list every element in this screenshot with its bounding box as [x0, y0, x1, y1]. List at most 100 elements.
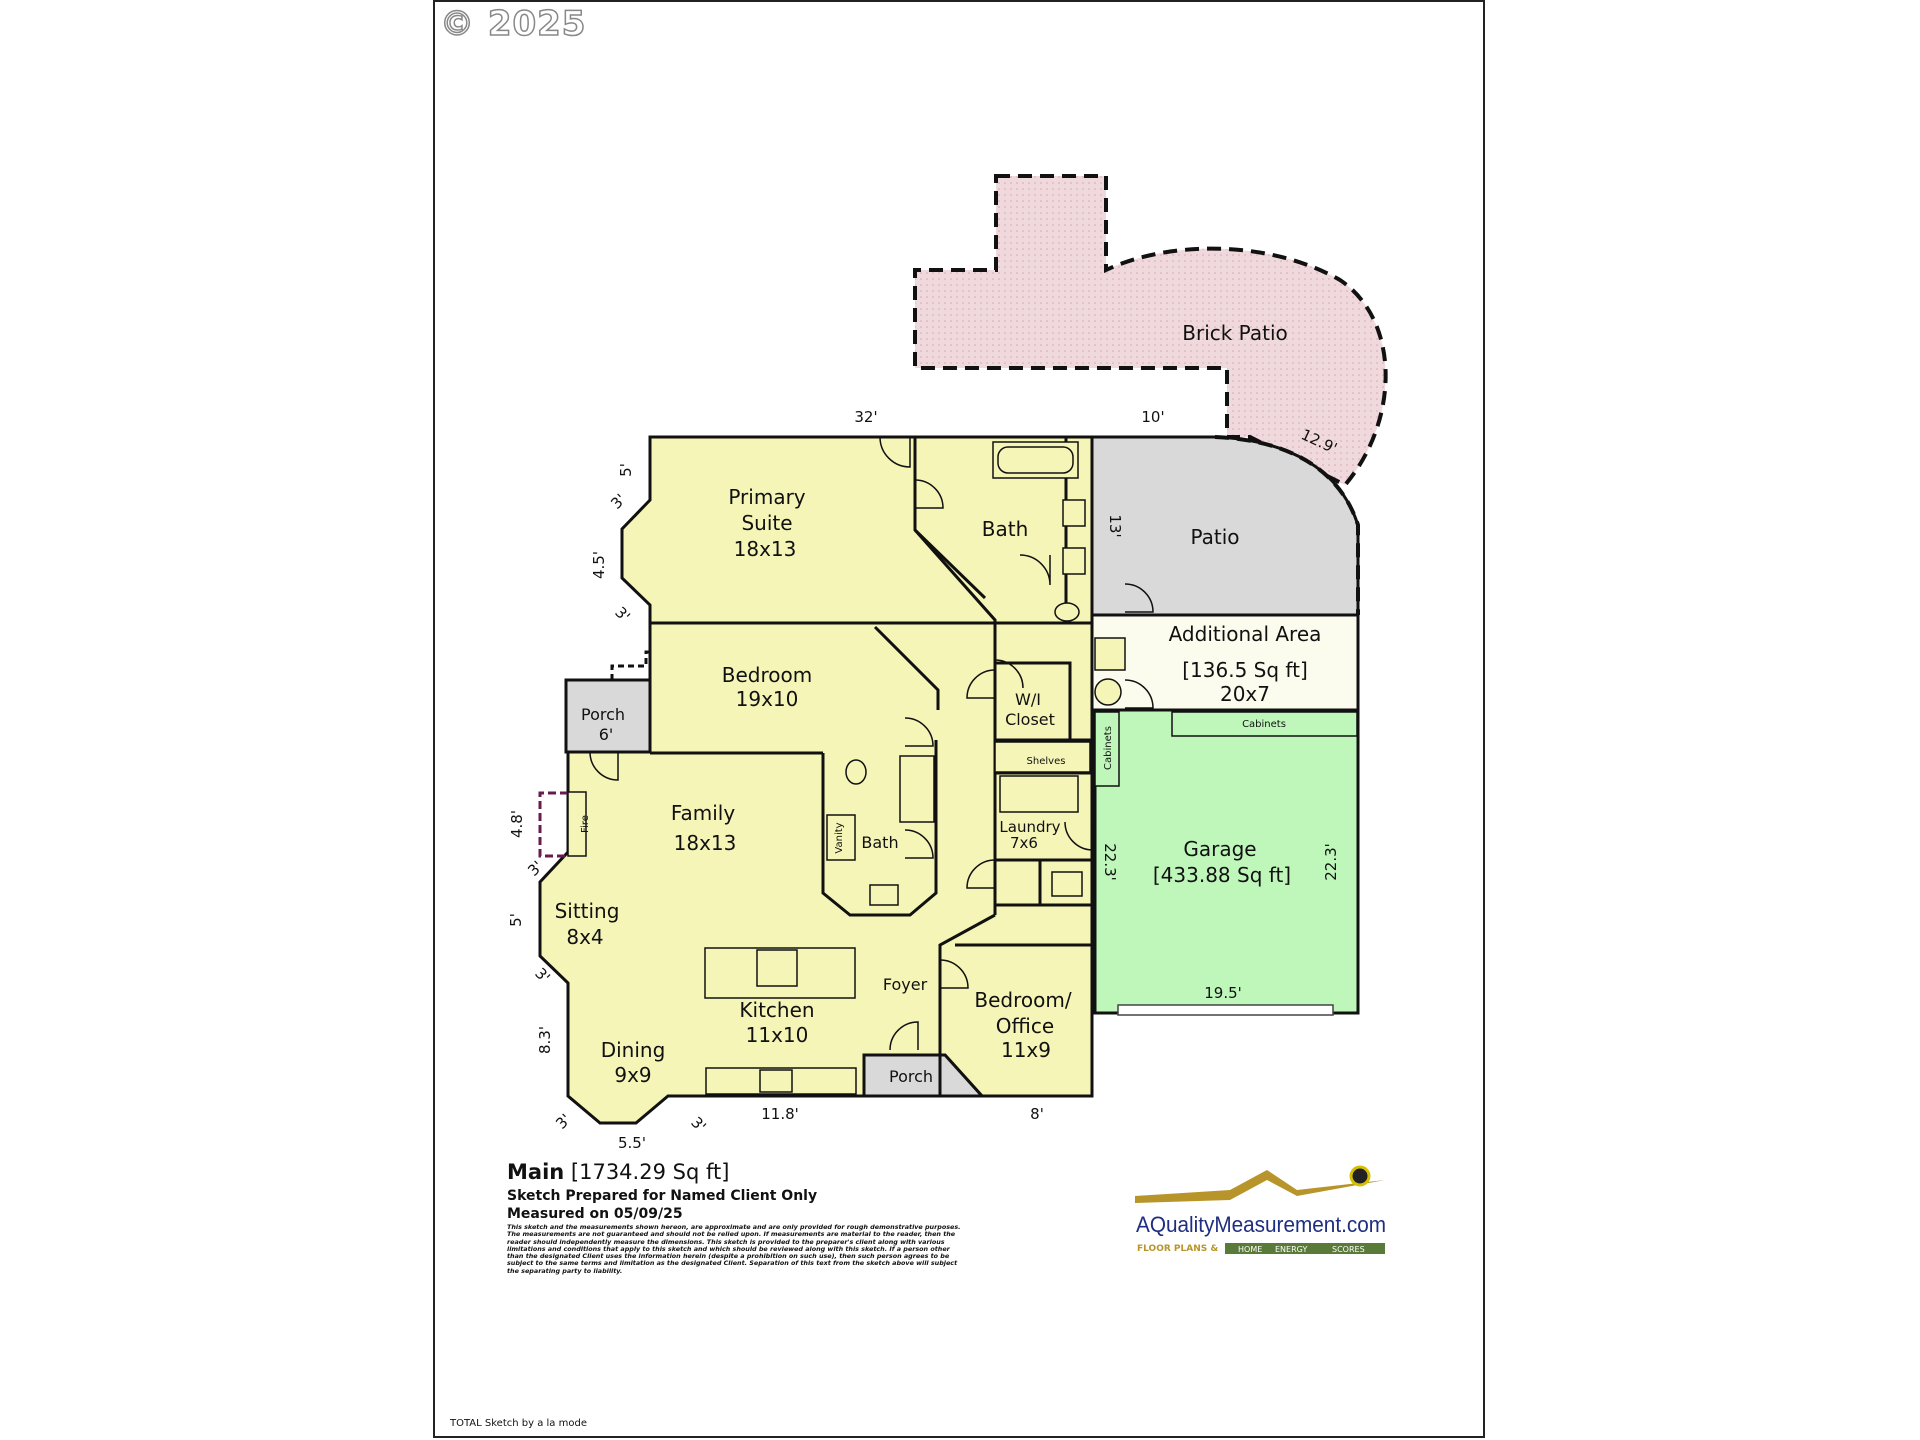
front-porch-label: Porch — [889, 1067, 933, 1086]
dim-22-3-right: 22.3' — [1322, 843, 1340, 881]
kitchen-cooktop — [756, 949, 798, 987]
brick-patio-area — [913, 174, 1388, 488]
bedroom-size: 19x10 — [736, 687, 799, 711]
measured-date: Measured on 05/09/25 — [507, 1206, 683, 1222]
side-porch-label: Porch — [581, 705, 625, 724]
family-size: 18x13 — [674, 831, 737, 855]
logo-tape-icon — [1349, 1165, 1371, 1187]
prepared-note: Sketch Prepared for Named Client Only — [507, 1188, 818, 1204]
hall-vanity — [826, 814, 856, 861]
dim-3-b: 3' — [611, 603, 633, 625]
side-porch-area — [564, 678, 652, 754]
room-labels: Brick Patio Patio Primary Suite 18x13 Ba… — [555, 321, 1322, 1087]
bedroom-office-size: 11x9 — [1001, 1038, 1051, 1062]
kitchen-label: Kitchen — [739, 998, 814, 1022]
additional-box — [1094, 637, 1126, 671]
primary-bath-label: Bath — [982, 517, 1029, 541]
fixtures — [704, 441, 1126, 1095]
primary-vanity-sink-1 — [1062, 499, 1086, 527]
cabinets-top-label: Cabinets — [1242, 719, 1286, 730]
sitting-size: 8x4 — [566, 925, 603, 949]
laundry-machines — [999, 775, 1079, 813]
kitchen-size: 11x10 — [746, 1023, 809, 1047]
additional-area-size: 20x7 — [1220, 682, 1270, 706]
main-area-value: [1734.29 Sq ft] — [570, 1160, 730, 1184]
dim-3-e: 3' — [552, 1110, 574, 1132]
garage-door — [1117, 1004, 1334, 1016]
dim-4-8: 4.8' — [508, 810, 526, 838]
dim-5-top: 5' — [617, 463, 635, 477]
dim-11-8: 11.8' — [761, 1105, 799, 1123]
disclaimer-text: This sketch and the measurements shown h… — [507, 1223, 961, 1275]
patio-dashed-edge — [1214, 435, 1360, 615]
fireplace-bump — [538, 791, 568, 858]
side-porch-step — [610, 650, 650, 680]
front-porch-area — [862, 1053, 986, 1098]
wi-closet-label-1: W/I — [1015, 690, 1041, 709]
family-label: Family — [671, 801, 736, 825]
garage-cabinets-side — [1094, 711, 1120, 787]
sitting-label: Sitting — [555, 899, 620, 923]
additional-area-sqft: [136.5 Sq ft] — [1182, 658, 1308, 682]
hall-toilet — [845, 759, 867, 785]
shelves-label: Shelves — [1027, 756, 1066, 767]
garage-sqft: [433.88 Sq ft] — [1153, 863, 1291, 887]
primary-suite-label-1: Primary — [728, 485, 805, 509]
fireplace-hearth — [567, 791, 587, 857]
main-area-summary: Main [1734.29 Sq ft] — [507, 1160, 729, 1184]
cabinets-side-label: Cabinets — [1103, 726, 1114, 770]
laundry-size: 7x6 — [1010, 834, 1038, 852]
logo-tag-left: FLOOR PLANS & — [1137, 1244, 1218, 1254]
dim-10: 10' — [1141, 408, 1164, 426]
additional-area-label: Additional Area — [1169, 622, 1322, 646]
sheet-border — [433, 0, 1485, 1438]
dim-4-5: 4.5' — [590, 551, 608, 579]
laundry-label: Laundry — [999, 818, 1060, 836]
dim-8: 8' — [1030, 1105, 1044, 1123]
copyright-watermark: © 2025 — [439, 3, 587, 45]
dim-5-mid: 5' — [507, 913, 525, 927]
dim-13: 13' — [1106, 514, 1124, 537]
logo-tag-scores: SCORES — [1332, 1245, 1365, 1254]
hall-sink — [869, 884, 899, 906]
dim-19-5: 19.5' — [1204, 984, 1242, 1002]
dim-3-f: 3' — [687, 1113, 709, 1135]
logo-tag-energy: ENERGY — [1275, 1245, 1307, 1254]
water-heater — [1094, 678, 1122, 706]
laundry-sink — [1051, 871, 1083, 897]
closet-shelves — [994, 741, 1091, 773]
dining-label: Dining — [601, 1038, 666, 1062]
garage-cabinets-top — [1171, 711, 1358, 737]
wi-closet-label-2: Closet — [1005, 710, 1055, 729]
logo-tag-home: HOME — [1238, 1245, 1262, 1254]
primary-suite-size: 18x13 — [734, 537, 797, 561]
fire-label: Fire — [580, 815, 591, 833]
dim-8-3: 8.3' — [536, 1026, 554, 1054]
kitchen-sink — [759, 1069, 793, 1093]
software-credit: TOTAL Sketch by a la mode — [450, 1418, 587, 1429]
dim-32: 32' — [854, 408, 877, 426]
logo-tag-bar — [1225, 1243, 1385, 1254]
hall-tub — [899, 755, 935, 823]
logo-roof — [1135, 1170, 1385, 1203]
foyer-label: Foyer — [883, 975, 928, 994]
patio-label: Patio — [1190, 525, 1239, 549]
doors — [589, 436, 1154, 1051]
dining-size: 9x9 — [614, 1063, 651, 1087]
primary-vanity-sink-2 — [1062, 547, 1086, 575]
bedroom-office-label-1: Bedroom/ — [974, 988, 1071, 1012]
vanity-label: Vanity — [834, 822, 845, 853]
dim-3-a: 3' — [607, 490, 629, 512]
bedroom-office-label-2: Office — [996, 1014, 1054, 1038]
dim-5-5: 5.5' — [618, 1134, 646, 1152]
primary-suite-label-2: Suite — [741, 511, 792, 535]
primary-toilet — [1054, 602, 1080, 622]
hall-bath-label: Bath — [861, 833, 898, 852]
brick-patio-label: Brick Patio — [1182, 321, 1288, 345]
main-label: Main — [507, 1160, 565, 1184]
garage-label: Garage — [1183, 837, 1256, 861]
dim-22-3-left: 22.3' — [1101, 843, 1119, 881]
company-logo: AQualityMeasurement.com FLOOR PLANS & HO… — [1135, 1165, 1386, 1254]
bedroom-label: Bedroom — [722, 663, 812, 687]
